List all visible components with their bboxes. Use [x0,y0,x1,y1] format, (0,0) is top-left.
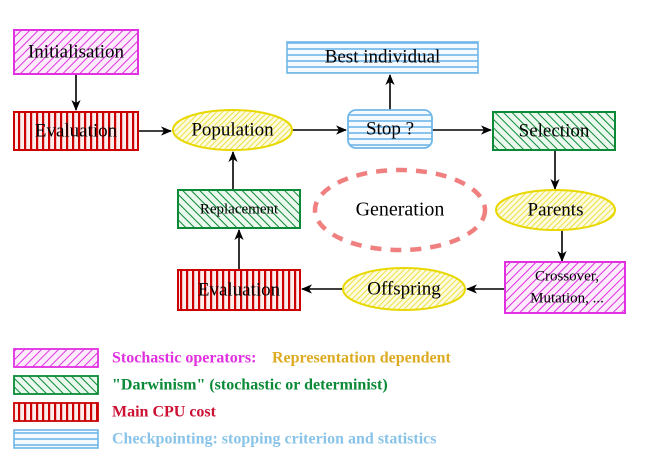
offspring-ellipse[interactable] [342,267,466,311]
legend-swatch-blue [13,429,99,449]
selection-label: Selection [519,120,590,141]
generation-dashed-ellipse [312,167,488,253]
crossover-mutation-box[interactable] [504,261,626,314]
legend-item-stochastic-operators: Stochastic operators: Representation dep… [13,348,451,368]
node-crossover-mutation[interactable]: Crossover, Mutation, ... [504,261,626,314]
evaluation-top-label: Evaluation [35,120,118,141]
evaluation-top-box[interactable] [13,111,139,151]
replacement-box[interactable] [177,189,301,229]
node-parents[interactable]: Parents [495,189,616,231]
population-ellipse[interactable] [172,109,293,151]
stop-label: Stop ? [366,118,414,139]
legend-label-darwinism: "Darwinism" (stochastic or determinist) [112,377,388,394]
parents-ellipse[interactable] [495,189,616,231]
population-label: Population [191,119,274,140]
node-generation: Generation [312,167,488,253]
node-replacement[interactable]: Replacement [177,189,301,229]
parents-label: Parents [528,199,584,220]
node-best-individual[interactable]: Best individual [286,41,479,74]
legend-swatch-red [13,402,99,422]
node-selection[interactable]: Selection [492,111,616,151]
legend-item-main-cpu-cost: Main CPU cost [13,402,217,422]
legend-label-main-cpu-cost: Main CPU cost [112,404,217,421]
evaluation-bottom-label: Evaluation [198,279,281,300]
edge-layer [71,74,567,294]
initialisation-box[interactable] [13,29,139,75]
node-initialisation[interactable]: Initialisation [13,29,139,75]
evaluation-bottom-box[interactable] [177,269,301,311]
node-evaluation-top[interactable]: Evaluation [13,111,139,151]
node-population[interactable]: Population [172,109,293,151]
legend-label-representation-dependent: Representation dependent [272,350,451,367]
legend-swatch-green [13,375,99,395]
legend-swatch-magenta [13,348,99,368]
best-individual-label: Best individual [325,46,441,67]
legend-item-checkpointing: Checkpointing: stopping criterion and st… [13,429,436,449]
legend-label-stochastic-operators: Stochastic operators: [112,350,256,367]
legend: Stochastic operators: Representation dep… [13,348,451,449]
legend-item-darwinism: "Darwinism" (stochastic or determinist) [13,375,388,395]
replacement-label: Replacement [200,201,279,217]
legend-label-checkpointing: Checkpointing: stopping criterion and st… [112,431,436,448]
stop-box[interactable] [347,109,433,149]
node-evaluation-bottom[interactable]: Evaluation [177,269,301,311]
crossover-label-line1: Crossover, [535,268,599,284]
selection-box[interactable] [492,111,616,151]
generation-label: Generation [356,199,445,221]
best-individual-box[interactable] [286,41,479,74]
node-offspring[interactable]: Offspring [342,267,466,311]
node-stop[interactable]: Stop ? [347,109,433,149]
crossover-label-line2: Mutation, ... [530,290,604,306]
initialisation-label: Initialisation [28,41,125,62]
offspring-label: Offspring [367,278,441,299]
